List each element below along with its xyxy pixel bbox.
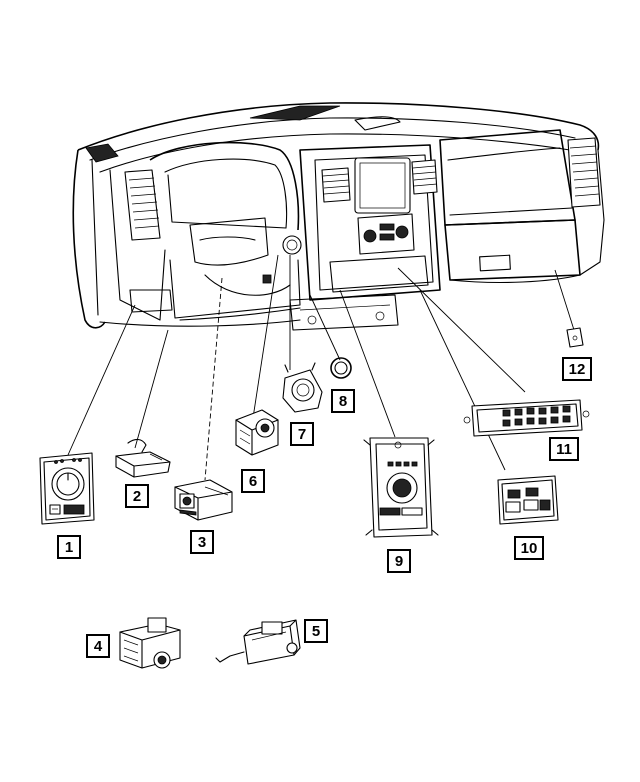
callout-1: 1 [57,535,81,559]
instrument-panel-drawing [72,102,605,331]
part-2-small-switch [115,438,171,478]
part-5-bracket [215,619,301,665]
part-6-switch-module [235,409,279,456]
part-1-headlamp-switch [39,452,95,525]
callout-5: 5 [304,619,328,643]
callout-10: 10 [514,536,544,560]
callout-2: 2 [125,484,149,508]
part-7-ignition-switch [282,362,323,413]
callout-3: 3 [190,530,214,554]
part-11-switch-bank [463,399,590,437]
part-4-switch [119,617,181,669]
callout-9: 9 [387,549,411,573]
callout-6: 6 [241,469,265,493]
callout-7: 7 [290,422,314,446]
callout-4: 4 [86,634,110,658]
leader-lines [67,254,575,481]
part-10-switch [497,475,559,525]
callout-8: 8 [331,389,355,413]
part-8-ring [330,357,352,379]
callout-12: 12 [562,357,592,381]
callout-11: 11 [549,437,579,461]
part-12-clip [566,327,584,348]
part-9-4wd-switch [363,437,439,538]
part-3-switch [174,479,233,521]
